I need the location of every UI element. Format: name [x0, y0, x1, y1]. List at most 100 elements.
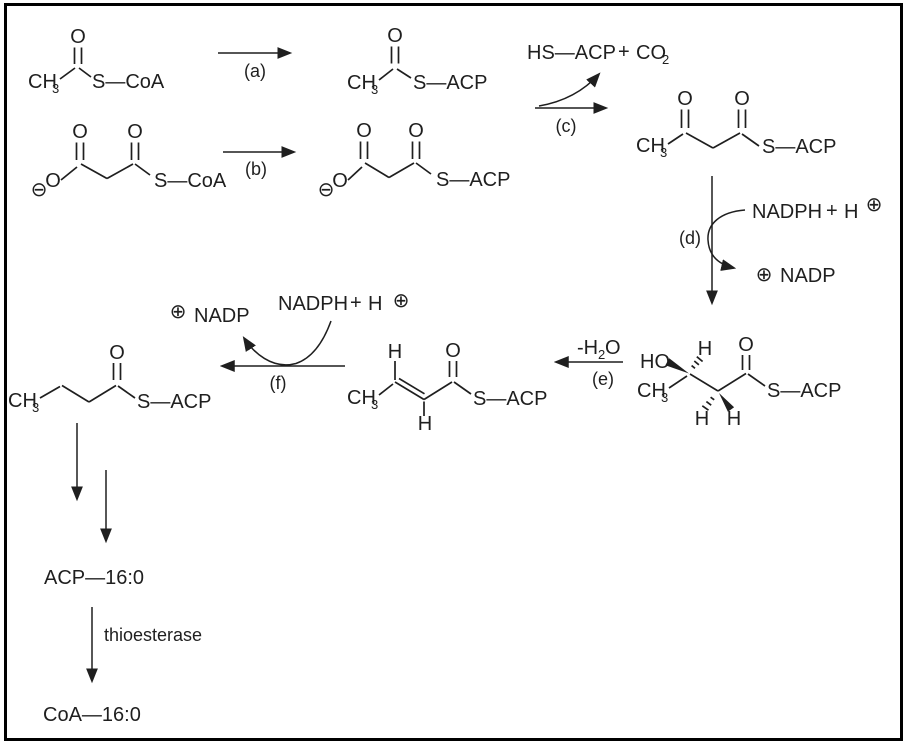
methyl-subscript: 3	[32, 400, 39, 415]
palmitoyl-coa: CoA—16:0	[43, 704, 141, 726]
thioester-coa-label: S—CoA	[154, 170, 227, 192]
bond	[59, 67, 76, 80]
figure-border	[4, 3, 903, 741]
methyl-label: CH	[8, 390, 37, 412]
bond	[378, 383, 394, 396]
bond	[388, 162, 415, 179]
cycle-repeat-arrows	[71, 423, 112, 544]
carbonyl-oxygen: O	[70, 26, 86, 48]
bond	[60, 166, 78, 181]
double-bond-line	[398, 377, 425, 395]
plus-charge-icon: ⊕	[866, 192, 883, 216]
cofactor-curved-arrow	[242, 320, 332, 366]
plus-charge-icon: ⊕	[170, 299, 187, 323]
hash-bond-tick	[710, 396, 715, 401]
bond	[396, 68, 412, 79]
released-hs-acp-label: HS—ACP	[527, 42, 616, 64]
bond	[80, 163, 108, 180]
stereo-hydrogen: H	[695, 408, 709, 430]
water-subscript: 2	[598, 347, 605, 362]
thioester-acp-label: S—ACP	[473, 388, 547, 410]
methyl-subscript: 3	[52, 81, 59, 96]
double-bond-line	[394, 381, 425, 401]
bond	[117, 385, 136, 399]
carbonyl-oxygen: O	[738, 334, 754, 356]
malonyl-acp: ⊖ O O O S—ACP	[318, 120, 511, 201]
reduction-d: (d) NADPH + H ⊕ ⊕ NADP	[679, 176, 883, 306]
methyl-label: CH	[636, 135, 665, 157]
carbonyl-oxygen: O	[734, 88, 750, 110]
reaction-a-arrow: (a)	[218, 47, 293, 81]
step-d-label: (d)	[679, 228, 701, 248]
bond	[685, 132, 714, 149]
stereo-hydrogen: H	[698, 338, 712, 360]
plus-sign: +	[826, 200, 838, 222]
co2-label: CO	[636, 42, 666, 64]
methyl-label: CH	[347, 72, 376, 94]
carboxylate-oxygen: O	[45, 170, 61, 192]
hash-bond-tick	[696, 356, 704, 363]
water-loss-label: -H	[577, 337, 598, 359]
palmitoyl-acp: ACP—16:0	[44, 567, 144, 589]
bond	[106, 163, 134, 180]
dehydration-e: -H 2 O (e)	[553, 337, 623, 389]
byproduct-curved-arrow	[538, 72, 601, 107]
minus-charge-icon: ⊖	[318, 177, 335, 201]
methyl-subscript: 3	[371, 82, 378, 97]
thioester-acp-label: S—ACP	[767, 380, 841, 402]
methyl-subscript: 3	[661, 390, 668, 405]
methyl-subscript: 3	[371, 397, 378, 412]
plus-sign: +	[618, 41, 630, 63]
thioesterase-label: thioesterase	[104, 625, 202, 645]
step-c-label: (c)	[556, 116, 577, 136]
reaction-b-arrow: (b)	[223, 146, 297, 179]
crotonyl-acp: CH 3 H H O S—ACP	[347, 340, 547, 435]
wedge-bond	[665, 358, 689, 374]
acetoacetyl-acp: CH 3 O O S—ACP	[636, 88, 836, 160]
vinyl-hydrogen: H	[418, 413, 432, 435]
bond	[453, 381, 472, 395]
stereo-hydrogen: H	[727, 408, 741, 430]
thioester-acp-label: S—ACP	[137, 391, 211, 413]
step-a-label: (a)	[244, 61, 266, 81]
bond	[423, 381, 453, 401]
carbonyl-oxygen: O	[408, 120, 424, 142]
keto-oxygen: O	[677, 88, 693, 110]
methyl-subscript: 3	[660, 145, 667, 160]
methyl-label: CH	[347, 387, 376, 409]
bond	[364, 162, 390, 179]
thioester-coa-label: S—CoA	[92, 71, 165, 93]
co2-subscript: 2	[662, 52, 669, 67]
plus-charge-icon: ⊕	[756, 262, 773, 286]
cofactor-curved-arrow	[707, 209, 746, 271]
vinyl-hydrogen: H	[388, 341, 402, 363]
bond	[741, 133, 760, 147]
wedge-bond	[719, 393, 735, 412]
minus-charge-icon: ⊖	[31, 177, 48, 201]
bond	[88, 384, 117, 403]
proton-label: H	[844, 201, 858, 223]
bond	[668, 375, 688, 389]
thioester-acp-label: S—ACP	[762, 136, 836, 158]
hash-bond-tick	[693, 360, 700, 366]
reduction-f: (f) ⊕ NADP NADPH + H ⊕	[170, 288, 410, 393]
plus-sign: +	[350, 292, 362, 314]
thioester-acp-label: S—ACP	[436, 169, 510, 191]
carbonyl-oxygen: O	[445, 340, 461, 362]
bond	[667, 133, 684, 145]
carbonyl-oxygen: O	[72, 121, 88, 143]
hydroxybutyryl-acp: HO H CH 3 H H O S—ACP	[637, 334, 841, 430]
methyl-label: CH	[28, 71, 57, 93]
carbonyl-oxygen: O	[356, 120, 372, 142]
condensation-c: HS—ACP + CO 2 (c)	[527, 41, 669, 136]
carbonyl-oxygen: O	[109, 342, 125, 364]
thioesterase-step: thioesterase	[86, 607, 202, 684]
step-f-label: (f)	[270, 373, 287, 393]
nadp-label: NADP	[780, 265, 836, 287]
step-e-label: (e)	[592, 369, 614, 389]
bond	[78, 67, 92, 78]
acetyl-coa: CH 3 O S—CoA	[28, 26, 165, 96]
nadph-label: NADPH	[278, 293, 348, 315]
